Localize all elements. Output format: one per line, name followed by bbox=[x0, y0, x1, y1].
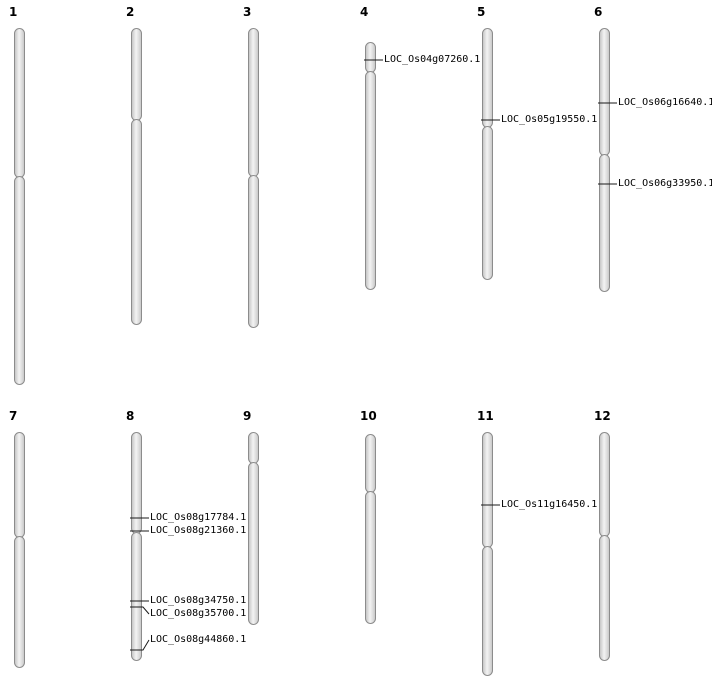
chromosome-4-arm-top bbox=[365, 42, 376, 73]
chromosome-12-number: 12 bbox=[594, 409, 611, 423]
chromosome-9-number: 9 bbox=[243, 409, 252, 423]
gene-label: LOC_Os08g17784.1 bbox=[150, 512, 247, 523]
gene-label: LOC_Os08g35700.1 bbox=[150, 608, 247, 619]
chromosome-10-arm-top bbox=[365, 434, 376, 493]
chromosome-11-arm-top bbox=[482, 432, 493, 548]
chromosome-7-arm-top bbox=[14, 432, 25, 538]
chromosome-6-arm-bottom bbox=[599, 154, 610, 292]
chromosome-10-number: 10 bbox=[360, 409, 377, 423]
chromosome-2-arm-top bbox=[131, 28, 142, 121]
chromosome-4-number: 4 bbox=[360, 5, 369, 19]
chromosome-7-arm-bottom bbox=[14, 536, 25, 668]
chromosome-11-arm-bottom bbox=[482, 546, 493, 676]
chromosome-7-number: 7 bbox=[9, 409, 18, 423]
chromosome-10-arm-bottom bbox=[365, 491, 376, 624]
chromosome-2-arm-bottom bbox=[131, 119, 142, 325]
chromosome-9-arm-top bbox=[248, 432, 259, 464]
chromosome-4-arm-bottom bbox=[365, 71, 376, 290]
chromosome-2-number: 2 bbox=[126, 5, 135, 19]
chromosome-1-arm-bottom bbox=[14, 176, 25, 385]
chromosome-8-arm-top bbox=[131, 432, 142, 534]
chromosome-8-number: 8 bbox=[126, 409, 135, 423]
gene-label: LOC_Os08g34750.1 bbox=[150, 595, 247, 606]
chromosome-5-arm-bottom bbox=[482, 126, 493, 280]
chromosome-3-arm-top bbox=[248, 28, 259, 177]
chromosome-5-number: 5 bbox=[477, 5, 486, 19]
gene-label: LOC_Os05g19550.1 bbox=[501, 114, 598, 125]
gene-label: LOC_Os11g16450.1 bbox=[501, 499, 598, 510]
gene-label: LOC_Os06g16640.1 bbox=[618, 97, 712, 108]
chromosome-3-number: 3 bbox=[243, 5, 252, 19]
chromosome-1-arm-top bbox=[14, 28, 25, 178]
gene-label: LOC_Os06g33950.1 bbox=[618, 178, 712, 189]
chromosome-6-arm-top bbox=[599, 28, 610, 156]
chromosome-5-arm-top bbox=[482, 28, 493, 128]
chromosome-11-number: 11 bbox=[477, 409, 494, 423]
chromosome-6-number: 6 bbox=[594, 5, 603, 19]
chromosome-3-arm-bottom bbox=[248, 175, 259, 328]
chromosome-1-number: 1 bbox=[9, 5, 18, 19]
chromosome-12-arm-top bbox=[599, 432, 610, 537]
gene-label: LOC_Os08g44860.1 bbox=[150, 634, 247, 645]
gene-label: LOC_Os04g07260.1 bbox=[384, 54, 481, 65]
gene-label: LOC_Os08g21360.1 bbox=[150, 525, 247, 536]
chromosome-9-arm-bottom bbox=[248, 462, 259, 625]
chromosome-12-arm-bottom bbox=[599, 535, 610, 661]
chromosome-8-arm-bottom bbox=[131, 532, 142, 661]
